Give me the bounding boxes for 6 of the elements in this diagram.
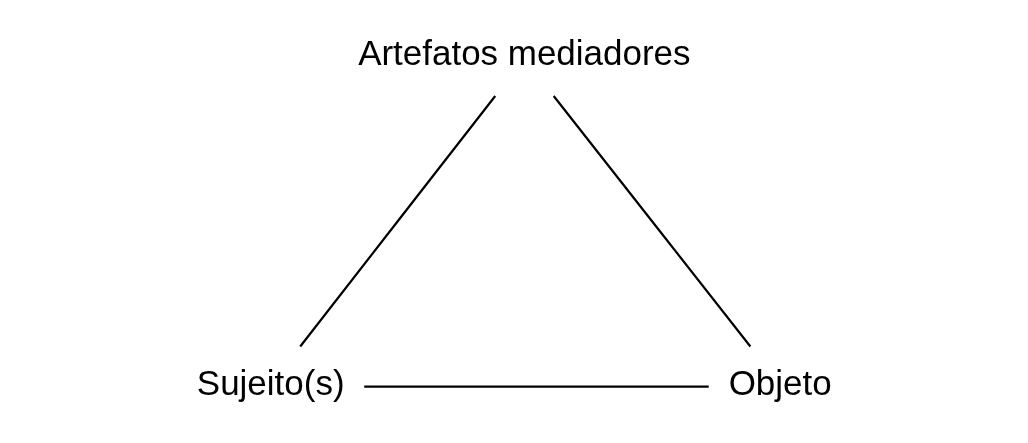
node-text: Objeto: [728, 362, 832, 402]
connector: [298, 95, 496, 348]
node-text: Sujeito(s): [196, 362, 345, 402]
node-text: Artefatos mediadores: [357, 32, 691, 72]
connector: [552, 95, 751, 348]
connector: [363, 385, 709, 388]
